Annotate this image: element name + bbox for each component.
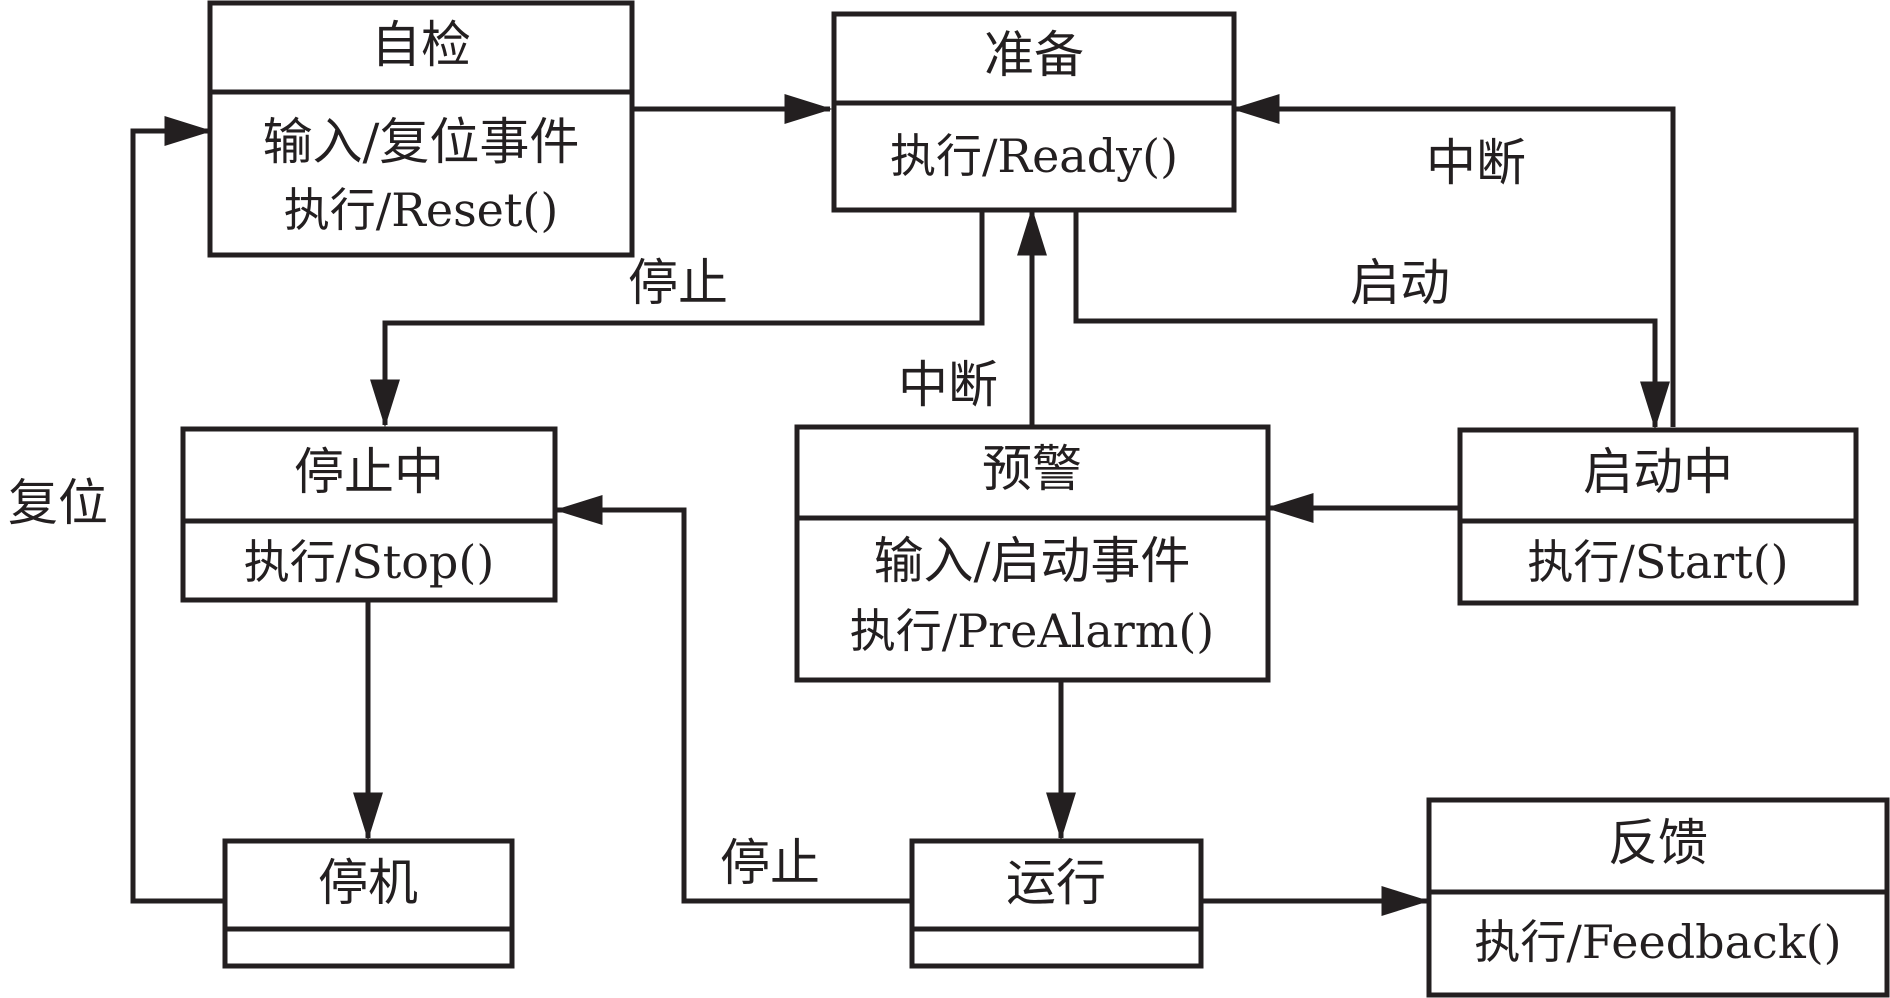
- label-stop-running: 停止: [720, 834, 820, 892]
- state-running: 运行: [909, 838, 1204, 969]
- state-ready-line-1: 执行/Ready(): [890, 129, 1178, 183]
- state-starting-title: 启动中: [1583, 443, 1733, 501]
- label-interrupt-prealarm: 中断: [898, 356, 998, 414]
- edge-running-to-stopping: [554, 495, 912, 904]
- edges: [130, 94, 1676, 916]
- state-selfcheck-line-1: 输入/复位事件: [263, 113, 580, 171]
- transition-labels: 停止 启动 中断 中断 复位 停止: [8, 134, 1526, 892]
- edge-starting-to-ready: [1231, 94, 1676, 427]
- state-running-title: 运行: [1006, 854, 1106, 912]
- label-interrupt-starting: 中断: [1426, 134, 1526, 192]
- state-ready: 准备 执行/Ready(): [831, 11, 1237, 213]
- state-shutdown-title: 停机: [318, 854, 418, 912]
- state-starting-line-1: 执行/Start(): [1527, 535, 1788, 589]
- state-prealarm-line-2: 执行/PreAlarm(): [850, 604, 1215, 658]
- state-feedback-line-1: 执行/Feedback(): [1474, 915, 1841, 969]
- state-prealarm-line-1: 输入/启动事件: [874, 532, 1191, 590]
- label-start-ready: 启动: [1350, 254, 1450, 312]
- state-starting: 启动中 执行/Start(): [1457, 427, 1859, 606]
- state-feedback: 反馈 执行/Feedback(): [1426, 797, 1890, 998]
- edge-ready-to-stopping: [370, 210, 985, 428]
- edge-shutdown-to-selfcheck: [130, 116, 225, 904]
- label-reset-shutdown: 复位: [8, 474, 108, 532]
- state-selfcheck: 自检 输入/复位事件 执行/Reset(): [207, 0, 635, 258]
- state-prealarm: 预警 输入/启动事件 执行/PreAlarm(): [794, 424, 1271, 683]
- state-prealarm-title: 预警: [982, 440, 1082, 498]
- state-ready-title: 准备: [984, 26, 1084, 84]
- state-stopping-line-1: 执行/Stop(): [244, 535, 495, 589]
- edge-ready-to-starting: [1073, 210, 1670, 430]
- state-selfcheck-title: 自检: [371, 16, 471, 74]
- state-selfcheck-line-2: 执行/Reset(): [284, 183, 559, 237]
- state-stopping: 停止中 执行/Stop(): [180, 426, 558, 603]
- state-stopping-title: 停止中: [294, 443, 444, 501]
- state-feedback-title: 反馈: [1608, 814, 1708, 872]
- state-shutdown: 停机: [222, 838, 515, 969]
- label-stop-ready: 停止: [628, 254, 728, 312]
